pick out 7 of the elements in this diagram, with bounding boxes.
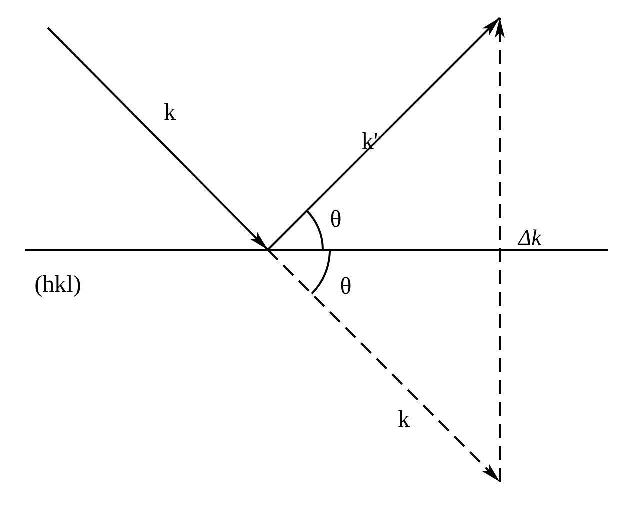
vector-label: k xyxy=(164,101,176,125)
angle-label: θ xyxy=(330,208,342,232)
angle-label: θ xyxy=(340,275,352,299)
vector-label: k xyxy=(398,408,410,432)
vector-label: Δk xyxy=(518,227,542,249)
vector-label: k' xyxy=(362,130,378,154)
plane-label: (hkl) xyxy=(34,273,82,297)
